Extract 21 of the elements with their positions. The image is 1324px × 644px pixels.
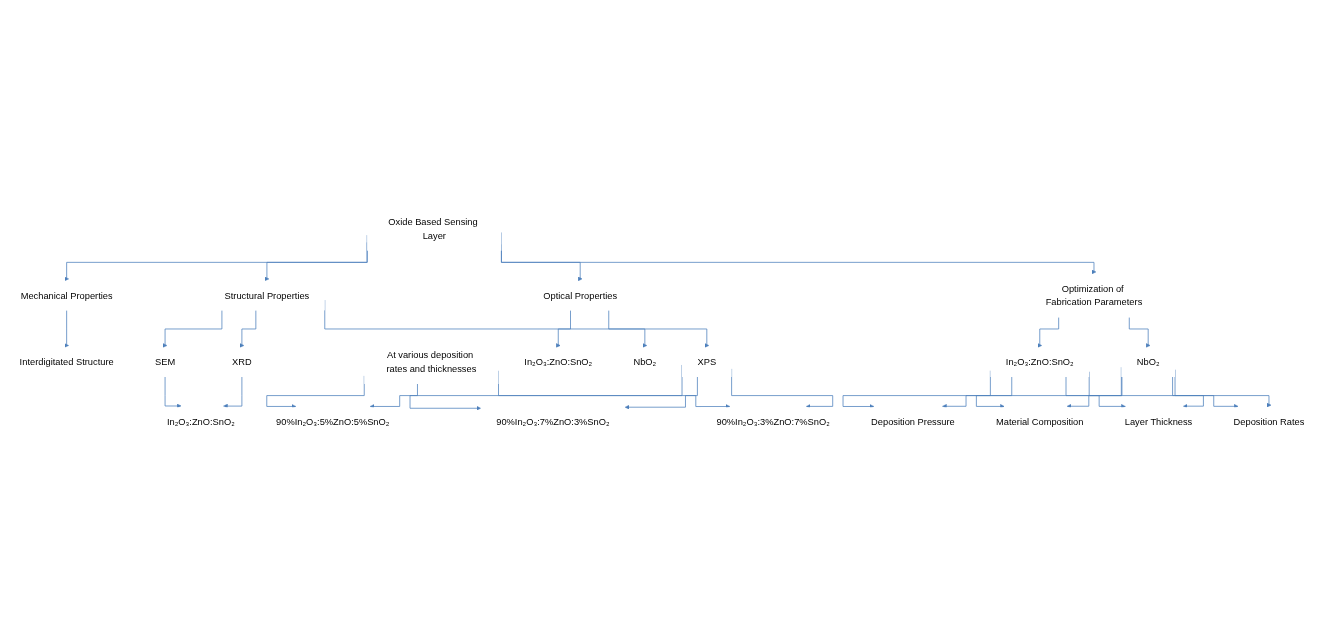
node-text: Deposition Rates <box>1233 416 1305 427</box>
node-text: Optimization of Fabrication Parameters <box>1045 283 1143 308</box>
node-text: In₂O₃:ZnO:SnO₂ <box>524 356 593 368</box>
node-text: Mechanical Properties <box>20 290 113 301</box>
node-text: In₂O₃:ZnO:SnO₂ <box>1005 356 1074 368</box>
node-text: Material Composition <box>996 416 1084 427</box>
node-text: 90%In₂O₃:3%ZnO:7%SnO₂ <box>716 416 830 427</box>
node-text: 90%In₂O₃:5%ZnO:5%SnO₂ <box>276 416 390 427</box>
node-text: At various deposition rates and thicknesses <box>386 349 477 375</box>
node-text: In₂O₃:ZnO:SnO₂ <box>166 416 235 427</box>
node-text: Deposition Pressure <box>871 416 955 427</box>
node-text: Layer Thickness <box>1124 416 1193 427</box>
node-text: XPS <box>697 356 717 368</box>
node-text: NbO₂ <box>1136 356 1160 368</box>
node-text: Interdigitated Structure <box>19 356 114 368</box>
node-text: Optical Properties <box>543 290 618 301</box>
node-text: 90%In₂O₃:7%ZnO:3%SnO₂ <box>496 416 610 427</box>
node-text: XRD <box>232 356 252 368</box>
node-text: Structural Properties <box>224 290 310 301</box>
node-text: SEM <box>154 356 176 368</box>
node-text: NbO₂ <box>633 356 657 368</box>
